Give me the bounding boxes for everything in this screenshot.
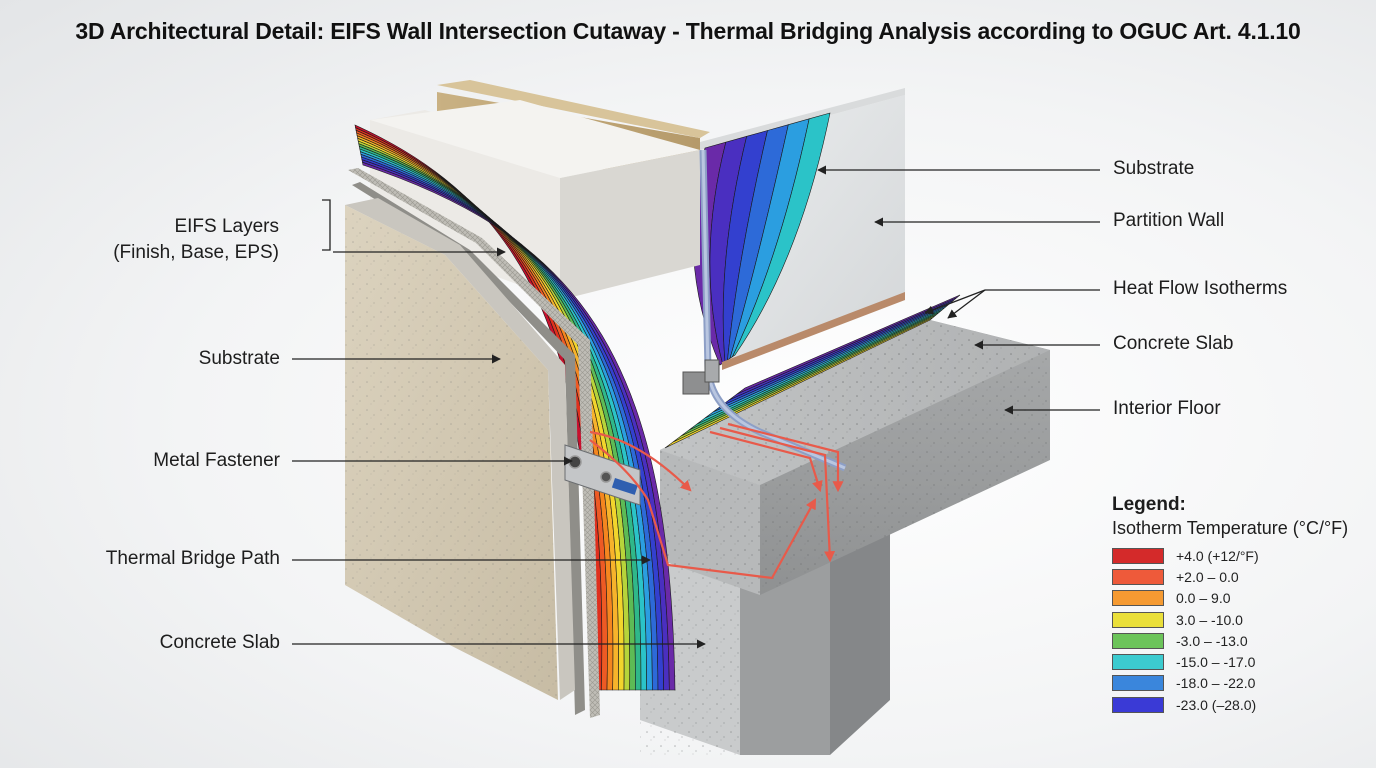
legend-swatch bbox=[1112, 568, 1164, 585]
legend-subtitle: Isotherm Temperature (°C/°F) bbox=[1112, 518, 1349, 538]
legend-label: -23.0 (–28.0) bbox=[1176, 696, 1257, 713]
legend-item: -18.0 – -22.0 bbox=[1112, 673, 1362, 694]
label-eifs-layers: EIFS Layers (Finish, Base, EPS) bbox=[113, 214, 279, 266]
label-thermal-bridge-path: Thermal Bridge Path bbox=[105, 548, 280, 569]
label-interior-floor: Interior Floor bbox=[1113, 398, 1221, 419]
thermal-bridge-arrows bbox=[589, 422, 844, 580]
label-substrate-left: Substrate bbox=[198, 348, 280, 369]
diagram-title: 3D Architectural Detail: EIFS Wall Inter… bbox=[75, 18, 1301, 44]
legend-swatch bbox=[1112, 547, 1164, 564]
legend-title: Legend: bbox=[1112, 494, 1186, 515]
legend-swatch bbox=[1112, 696, 1164, 713]
legend-items: +4.0 (+12/°F) +2.0 – 0.0 0.0 – 9.0 3.0 – -1… bbox=[1112, 545, 1362, 715]
label-concrete-slab-left: Concrete Slab bbox=[159, 632, 280, 653]
legend-swatch bbox=[1112, 675, 1164, 692]
legend-swatch bbox=[1112, 654, 1164, 671]
legend-label: -3.0 – -13.0 bbox=[1176, 632, 1248, 649]
legend-label: -15.0 – -17.0 bbox=[1176, 654, 1256, 671]
legend-item: -15.0 – -17.0 bbox=[1112, 651, 1362, 672]
legend-label: +4.0 (+12/°F) bbox=[1176, 547, 1259, 564]
legend-label: 3.0 – -10.0 bbox=[1176, 611, 1243, 628]
legend-item: 0.0 – 9.0 bbox=[1112, 588, 1362, 609]
legend-item: +2.0 – 0.0 bbox=[1112, 566, 1362, 587]
legend-item: +4.0 (+12/°F) bbox=[1112, 545, 1362, 566]
legend-item: -23.0 (–28.0) bbox=[1112, 694, 1362, 715]
label-substrate-right: Substrate bbox=[1113, 158, 1195, 179]
legend-swatch bbox=[1112, 611, 1164, 628]
partition-isotherm-band bbox=[731, 112, 831, 358]
legend: Legend: Isotherm Temperature (°C/°F) +4.… bbox=[1112, 494, 1362, 715]
substrate-panel bbox=[345, 205, 558, 700]
legend-label: -18.0 – -22.0 bbox=[1176, 675, 1256, 692]
legend-item: -3.0 – -13.0 bbox=[1112, 630, 1362, 651]
label-eifs-line2: (Finish, Base, EPS) bbox=[113, 242, 279, 263]
label-heat-flow-isotherms: Heat Flow Isotherms bbox=[1113, 278, 1288, 299]
legend-item: 3.0 – -10.0 bbox=[1112, 609, 1362, 630]
legend-swatch bbox=[1112, 632, 1164, 649]
label-metal-fastener: Metal Fastener bbox=[153, 450, 280, 471]
label-eifs-line1: EIFS Layers bbox=[174, 216, 279, 237]
eifs-layers bbox=[345, 168, 600, 718]
label-concrete-slab-right: Concrete Slab bbox=[1113, 333, 1234, 354]
wall-isotherm-band bbox=[362, 161, 676, 691]
legend-swatch bbox=[1112, 590, 1164, 607]
partition-baseboard bbox=[722, 292, 905, 370]
legend-label: +2.0 – 0.0 bbox=[1176, 568, 1239, 585]
floor-isotherm-band bbox=[736, 294, 961, 395]
label-partition-wall: Partition Wall bbox=[1113, 210, 1225, 231]
legend-label: 0.0 – 9.0 bbox=[1176, 590, 1231, 607]
leader-lines bbox=[292, 165, 1100, 649]
